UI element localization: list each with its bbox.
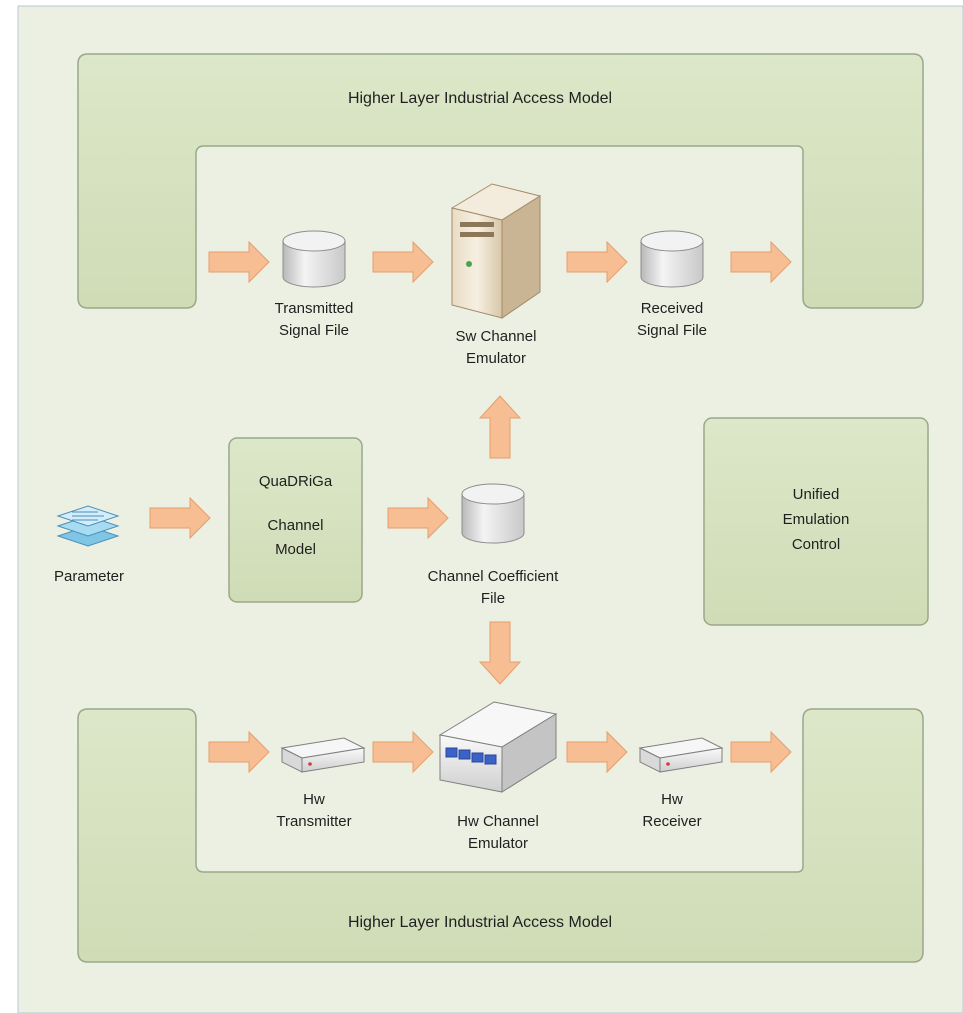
label-line: Signal File (636, 322, 708, 339)
label-line: Transmitted (274, 300, 354, 317)
label-line: Emulator (465, 350, 527, 367)
network-device-icon (638, 737, 724, 773)
quadriga-box (228, 437, 363, 603)
arrow-right (387, 496, 449, 540)
bottom-frame-title: Higher Layer Industrial Access Model (347, 914, 613, 931)
database-cylinder-icon (640, 230, 704, 288)
arrow-right (730, 730, 792, 774)
arrow-right (208, 240, 270, 284)
label-line: Control (791, 536, 841, 553)
server-tower-icon (450, 183, 542, 319)
label-line: Channel Coefficient (427, 568, 559, 585)
arrow-right (566, 730, 628, 774)
arrow-right (372, 240, 434, 284)
hw-channel-emulator-label: Hw Channel Emulator (428, 811, 568, 855)
label-line: Unified (792, 486, 840, 503)
hardware-emulator-icon (438, 701, 558, 793)
document-stack-icon (56, 505, 120, 547)
label-line: Hw Channel (457, 813, 539, 830)
hw-transmitter-label: Hw Transmitter (254, 789, 374, 833)
label-line: QuaDRiGa (258, 473, 333, 490)
parameter-label: Parameter (53, 568, 125, 585)
label-line: Signal File (278, 322, 350, 339)
arrow-down (478, 621, 522, 685)
label-line: Emulation (782, 511, 850, 528)
top-frame (77, 53, 924, 309)
unified-control-label: Unified Emulation Control (704, 482, 928, 557)
label-line: Channel (267, 517, 324, 534)
arrows (149, 240, 792, 774)
hw-receiver-label: Hw Receiver (612, 789, 732, 833)
sw-channel-emulator-label: Sw Channel Emulator (426, 326, 566, 370)
label-line: File (480, 590, 506, 607)
bottom-frame (77, 708, 924, 963)
label-line: Hw (661, 791, 683, 808)
arrow-right (730, 240, 792, 284)
label-line: Model (275, 541, 316, 558)
network-device-icon (280, 737, 366, 773)
label-line: Receiver (642, 813, 702, 830)
arrow-up (478, 395, 522, 459)
arrow-right (149, 496, 211, 540)
label-line: Received (640, 300, 704, 317)
quadriga-label: QuaDRiGa Channel Model (229, 470, 362, 562)
transmitted-signal-file-label: Transmitted Signal File (244, 298, 384, 342)
arrow-right (566, 240, 628, 284)
database-cylinder-icon (282, 230, 346, 288)
channel-coefficient-file-label: Channel Coefficient File (403, 566, 583, 610)
label-line: Transmitter (276, 813, 352, 830)
database-cylinder-icon (461, 483, 525, 544)
label-line: Hw (303, 791, 325, 808)
top-frame-title: Higher Layer Industrial Access Model (347, 90, 613, 107)
arrow-right (372, 730, 434, 774)
label-line: Emulator (467, 835, 529, 852)
unified-control-box (703, 417, 929, 626)
arrow-right (208, 730, 270, 774)
received-signal-file-label: Received Signal File (602, 298, 742, 342)
label-line: Sw Channel (455, 328, 537, 345)
